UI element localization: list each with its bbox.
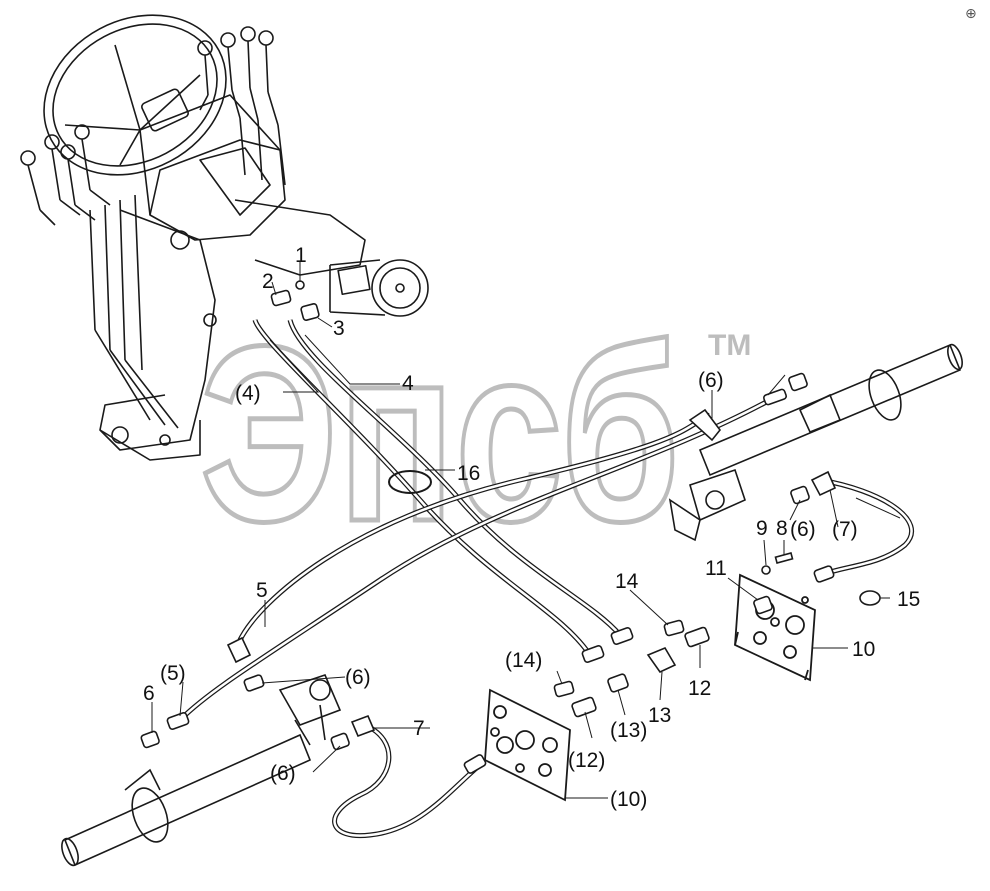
callout-7p: (7) <box>832 518 858 541</box>
callout-6p-low: (6) <box>270 762 296 785</box>
fitting-elbow-7-lower <box>350 714 376 738</box>
callout-10: 10 <box>852 638 875 661</box>
fitting-6-top-right <box>788 372 808 392</box>
fitting-12-lower <box>571 696 597 718</box>
hoses <box>178 319 914 839</box>
control-lever-assembly <box>20 14 429 461</box>
plate-10-lower <box>484 688 571 802</box>
fitting-hose-end-b <box>610 626 634 646</box>
callout-5: 5 <box>256 579 268 602</box>
steering-cylinder-upper <box>668 343 963 542</box>
fitting-hose-end-a <box>581 644 605 664</box>
watermark: Эпсб TM <box>198 292 752 576</box>
steering-valve <box>329 259 429 317</box>
fitting-12 <box>684 626 710 648</box>
fitting-6-right-mid <box>790 485 810 505</box>
callout-12: 12 <box>688 677 711 700</box>
fitting-15-oring <box>859 590 881 606</box>
fittings <box>140 280 881 774</box>
watermark-trademark: TM <box>708 329 751 362</box>
callout-9: 9 <box>756 517 768 540</box>
steering-wheel-rim <box>43 14 227 176</box>
callout-6p-right: (6) <box>790 518 816 541</box>
callout-12p: (12) <box>568 749 605 772</box>
callout-13: 13 <box>648 704 671 727</box>
fitting-elbow-5 <box>226 636 252 664</box>
watermark-logo: Эпсб <box>200 294 680 573</box>
corner-mark: ⊕ <box>965 6 977 22</box>
callout-14p: (14) <box>505 649 542 672</box>
callout-15: 15 <box>897 588 920 611</box>
callout-labels: 1 2 3 (4) 4 16 5 6 (5) (6) (6) 7 (6) 9 8… <box>143 244 920 811</box>
callout-4: 4 <box>402 372 414 395</box>
hose-7-lower <box>332 722 482 839</box>
fitting-6-upper-hose <box>762 388 788 406</box>
callout-11: 11 <box>705 557 727 580</box>
callout-7: 7 <box>413 717 425 740</box>
fitting-9-washer <box>761 565 771 575</box>
callout-3: 3 <box>333 317 345 340</box>
steering-wheel-inner <box>52 23 218 167</box>
fitting-14 <box>663 619 685 637</box>
callout-6-left: 6 <box>143 682 155 705</box>
callout-14: 14 <box>615 570 639 593</box>
fitting-6-mid <box>243 674 265 692</box>
fitting-13-elbow <box>646 646 677 674</box>
callout-1: 1 <box>295 244 307 267</box>
lever-group-right <box>197 26 286 186</box>
callout-2: 2 <box>262 270 274 293</box>
callout-4p: (4) <box>235 382 261 405</box>
steering-wheel-spokes <box>64 44 201 166</box>
column-housing <box>139 94 286 241</box>
fitting-14-lower <box>553 680 575 698</box>
fitting-8-bolt <box>774 552 794 564</box>
callout-8: 8 <box>776 517 788 540</box>
fitting-elbow-7-top <box>810 470 837 497</box>
fitting-11 <box>753 595 773 615</box>
clamp-ring-16 <box>388 470 432 494</box>
callout-6p-top: (6) <box>698 369 724 392</box>
callout-6p-mid: (6) <box>345 666 371 689</box>
callout-16: 16 <box>457 462 480 485</box>
leader-lines <box>151 262 901 799</box>
fitting-13-lower <box>607 673 629 693</box>
frame-bracket <box>99 209 216 451</box>
fitting-1 <box>295 280 305 290</box>
fitting-6-left <box>140 730 160 749</box>
fitting-3 <box>300 303 320 321</box>
fitting-elbow-upper <box>688 408 722 442</box>
fitting-5 <box>166 711 190 731</box>
callout-10p: (10) <box>610 788 647 811</box>
callout-13p: (13) <box>610 719 647 742</box>
lever-group-left <box>20 124 179 429</box>
fitting-7-lower-end <box>463 754 487 774</box>
callout-5p: (5) <box>160 662 186 685</box>
fitting-6-low <box>330 732 350 751</box>
plate-10-right <box>734 573 816 682</box>
fitting-7-end <box>813 565 835 583</box>
